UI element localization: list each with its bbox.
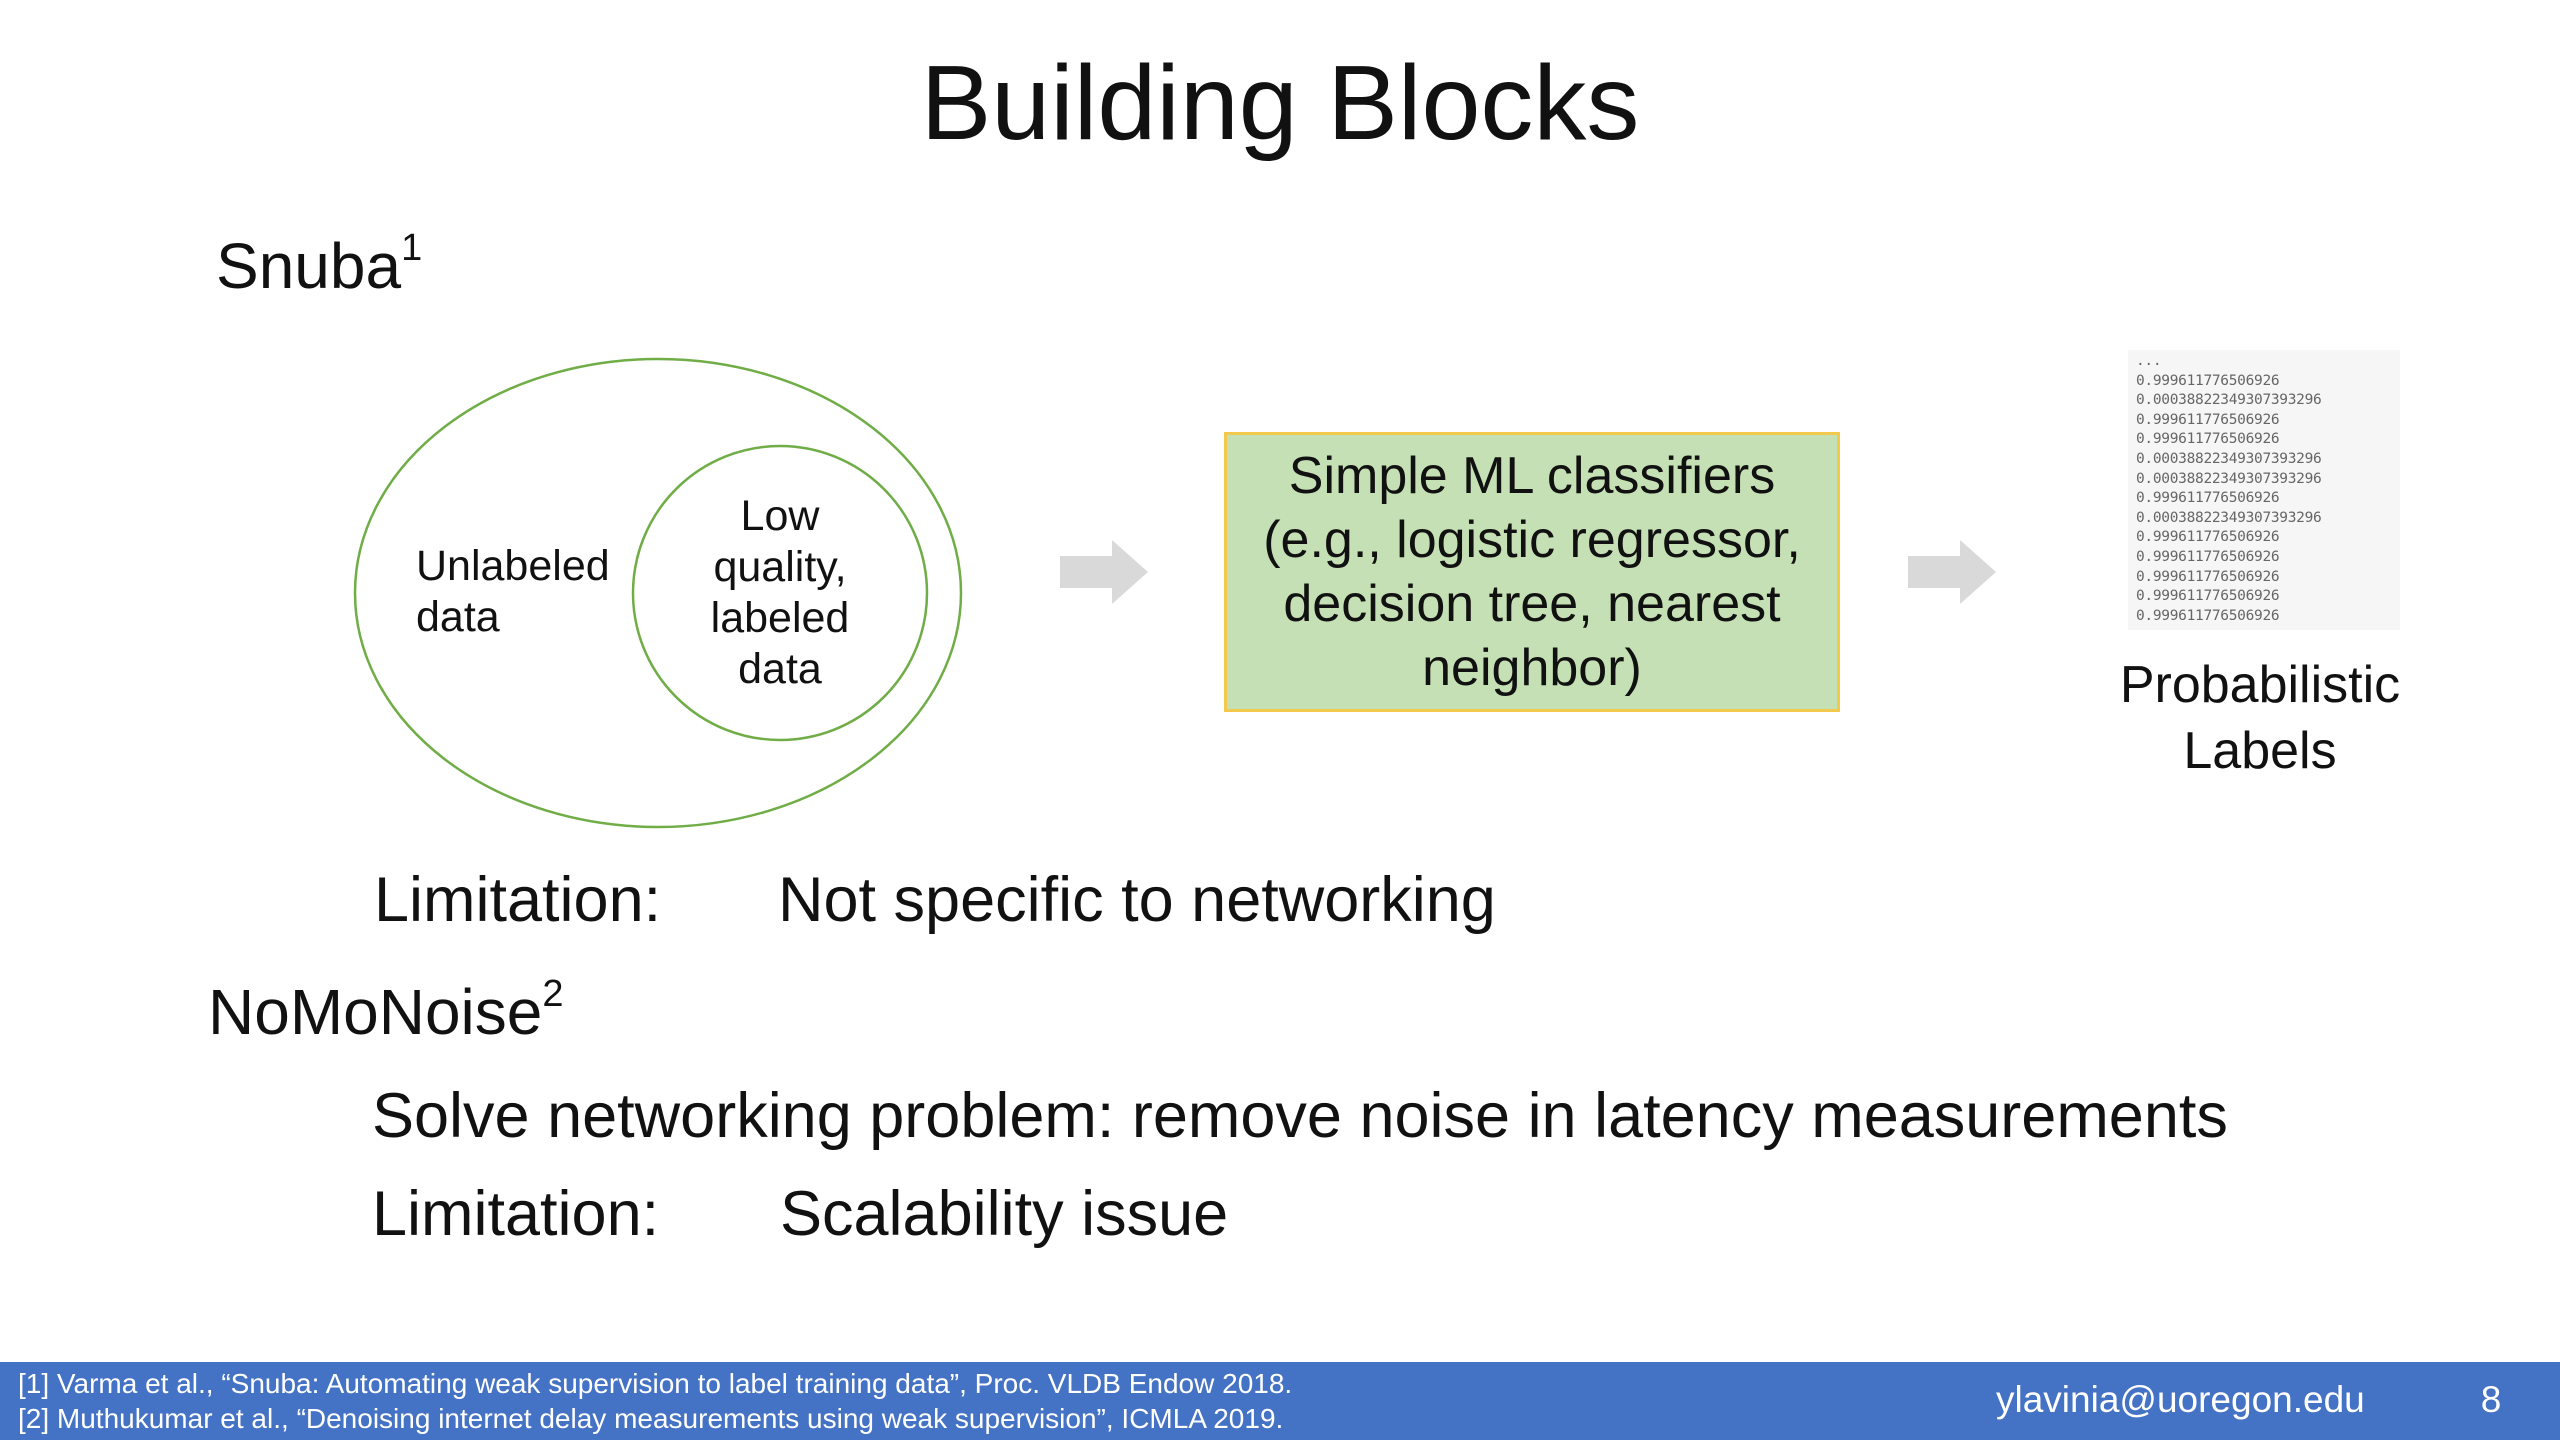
snuba-ref: 1 [401, 227, 423, 269]
nomonoise-solve-text: Solve networking problem: remove noise i… [372, 1081, 2228, 1151]
probabilistic-labels-image: ... 0.999611776506926 0.0003882234930739… [2128, 350, 2400, 630]
right-arrow-icon [1060, 540, 1148, 604]
unlabeled-line1: Unlabeled [416, 542, 610, 590]
snuba-name: Snuba [216, 230, 402, 302]
prob-caption-line1: Probabilistic [2119, 656, 2401, 714]
nomonoise-name: NoMoNoise [208, 976, 543, 1048]
unlabeled-data-ellipse [353, 357, 963, 829]
labeled-data-circle [631, 444, 929, 742]
classifier-line2: (e.g., logistic regressor, [1263, 511, 1801, 569]
unlabeled-data-label: Unlabeled data [416, 541, 636, 643]
venn-diagram [353, 357, 963, 829]
classifier-line4: neighbor) [1422, 639, 1642, 697]
prob-caption-line2: Labels [2183, 722, 2337, 780]
labeled-data-label: Low quality, labeled data [660, 491, 900, 695]
footer-references: [1] Varma et al., “Snuba: Automating wea… [18, 1366, 1292, 1436]
snuba-limitation-label: Limitation: [374, 865, 662, 935]
probability-values: ... 0.999611776506926 0.0003882234930739… [2136, 353, 2322, 624]
labeled-line4: data [738, 645, 822, 693]
snuba-limitation-text: Not specific to networking [778, 865, 1496, 935]
probabilistic-labels-caption: Probabilistic Labels [2080, 652, 2440, 784]
nomonoise-limitation-text: Scalability issue [780, 1179, 1229, 1249]
nomonoise-heading: NoMoNoise2 [208, 974, 563, 1050]
footer-bar: [1] Varma et al., “Snuba: Automating wea… [0, 1362, 2560, 1440]
labeled-line2: quality, [713, 543, 847, 591]
classifier-line1: Simple ML classifiers [1288, 447, 1776, 505]
classifier-line3: decision tree, nearest [1283, 575, 1781, 633]
right-arrow-icon [1908, 540, 1996, 604]
labeled-line1: Low [740, 492, 820, 540]
nomonoise-ref: 2 [542, 973, 564, 1015]
labeled-line3: labeled [710, 594, 850, 642]
nomonoise-limitation-label: Limitation: [372, 1179, 660, 1249]
reference-2: [2] Muthukumar et al., “Denoising intern… [18, 1403, 1284, 1434]
snuba-heading: Snuba1 [216, 228, 422, 304]
slide-title: Building Blocks [920, 44, 1640, 162]
page-number: 8 [2480, 1379, 2502, 1420]
footer-email[interactable]: ylavinia@uoregon.edu [1996, 1379, 2365, 1420]
reference-1: [1] Varma et al., “Snuba: Automating wea… [18, 1368, 1293, 1399]
ml-classifiers-box: Simple ML classifiers (e.g., logistic re… [1224, 432, 1840, 712]
unlabeled-line2: data [416, 593, 500, 641]
